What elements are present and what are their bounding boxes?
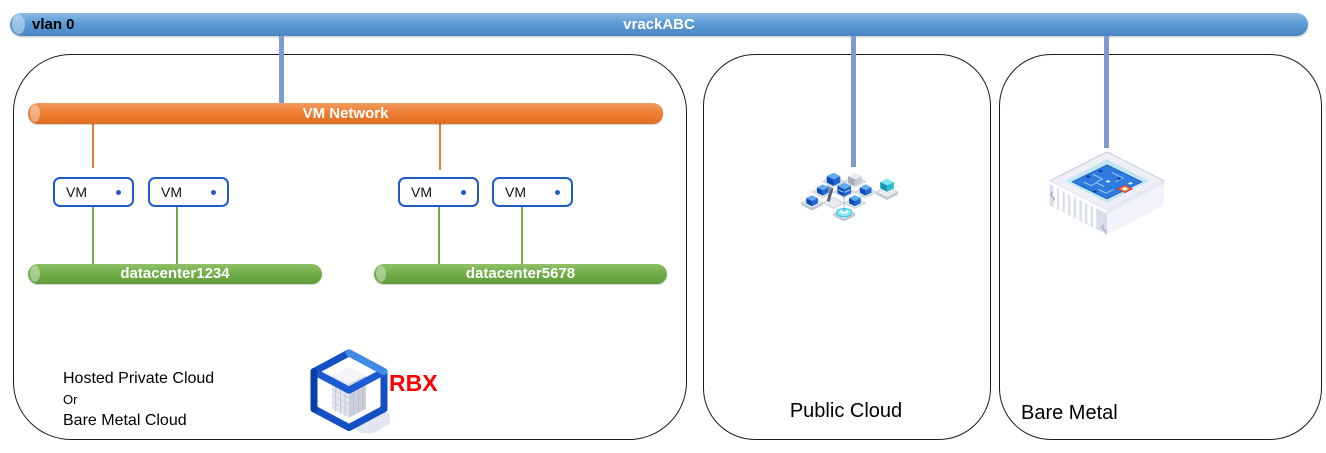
datacenter-cube-icon (310, 349, 390, 433)
bar-cap (12, 15, 25, 34)
vm-box: VM (148, 177, 229, 207)
bare-metal-server-icon (1048, 151, 1166, 235)
private-cloud-caption: Hosted Private Cloud Or Bare Metal Cloud (63, 369, 214, 432)
datacenter-bar-2: datacenter5678 (374, 264, 667, 284)
vm-status-dot (116, 189, 121, 195)
connector-vlan-to-bare-metal (1104, 36, 1109, 148)
vrack-label: vrackABC (623, 16, 695, 33)
caption-line-3: Bare Metal Cloud (63, 412, 187, 430)
datacenter2-label: datacenter5678 (465, 265, 576, 282)
vm-network-label: VM Network (302, 105, 389, 122)
connector-vlan-to-vm-network (279, 36, 284, 103)
vm-status-dot (211, 189, 216, 195)
vlan-label: vlan 0 (32, 16, 75, 33)
datacenter-bar-1: datacenter1234 (28, 264, 322, 284)
vm-status-dot (461, 189, 466, 195)
connector-vlan-to-public-cloud (851, 36, 856, 167)
bar-cap (376, 266, 386, 282)
bar-cap (30, 105, 40, 122)
connector-vm4-to-datacenter2 (521, 207, 523, 264)
caption-line-1: Hosted Private Cloud (63, 370, 215, 387)
vm-box: VM (492, 177, 573, 207)
vm-label: VM (411, 184, 432, 200)
connector-vm1-to-datacenter1 (92, 207, 94, 264)
bar-cap (30, 266, 40, 282)
connector-vm2-to-datacenter1 (176, 207, 178, 264)
vlan-bus-bar: vlan 0 vrackABC (10, 13, 1308, 36)
vm-network-bar: VM Network (28, 103, 663, 124)
rbx-location-label: RBX (389, 370, 438, 396)
connector-network-to-vm-group-2 (439, 124, 441, 170)
vm-label: VM (505, 184, 526, 200)
public-cloud-panel (703, 54, 991, 440)
connector-network-to-vm-group-1 (92, 124, 94, 168)
public-cloud-label: Public Cloud (789, 400, 903, 422)
vm-box: VM (398, 177, 479, 207)
bare-metal-label: Bare Metal (1021, 402, 1118, 424)
vm-label: VM (66, 184, 87, 200)
public-cloud-cluster-icon (800, 172, 899, 222)
vm-box: VM (53, 177, 134, 207)
vm-label: VM (161, 184, 182, 200)
bare-metal-panel (999, 54, 1322, 440)
vm-status-dot (555, 189, 560, 195)
datacenter1-label: datacenter1234 (120, 265, 230, 282)
caption-line-2: Or (63, 392, 78, 408)
connector-vm3-to-datacenter2 (438, 207, 440, 264)
